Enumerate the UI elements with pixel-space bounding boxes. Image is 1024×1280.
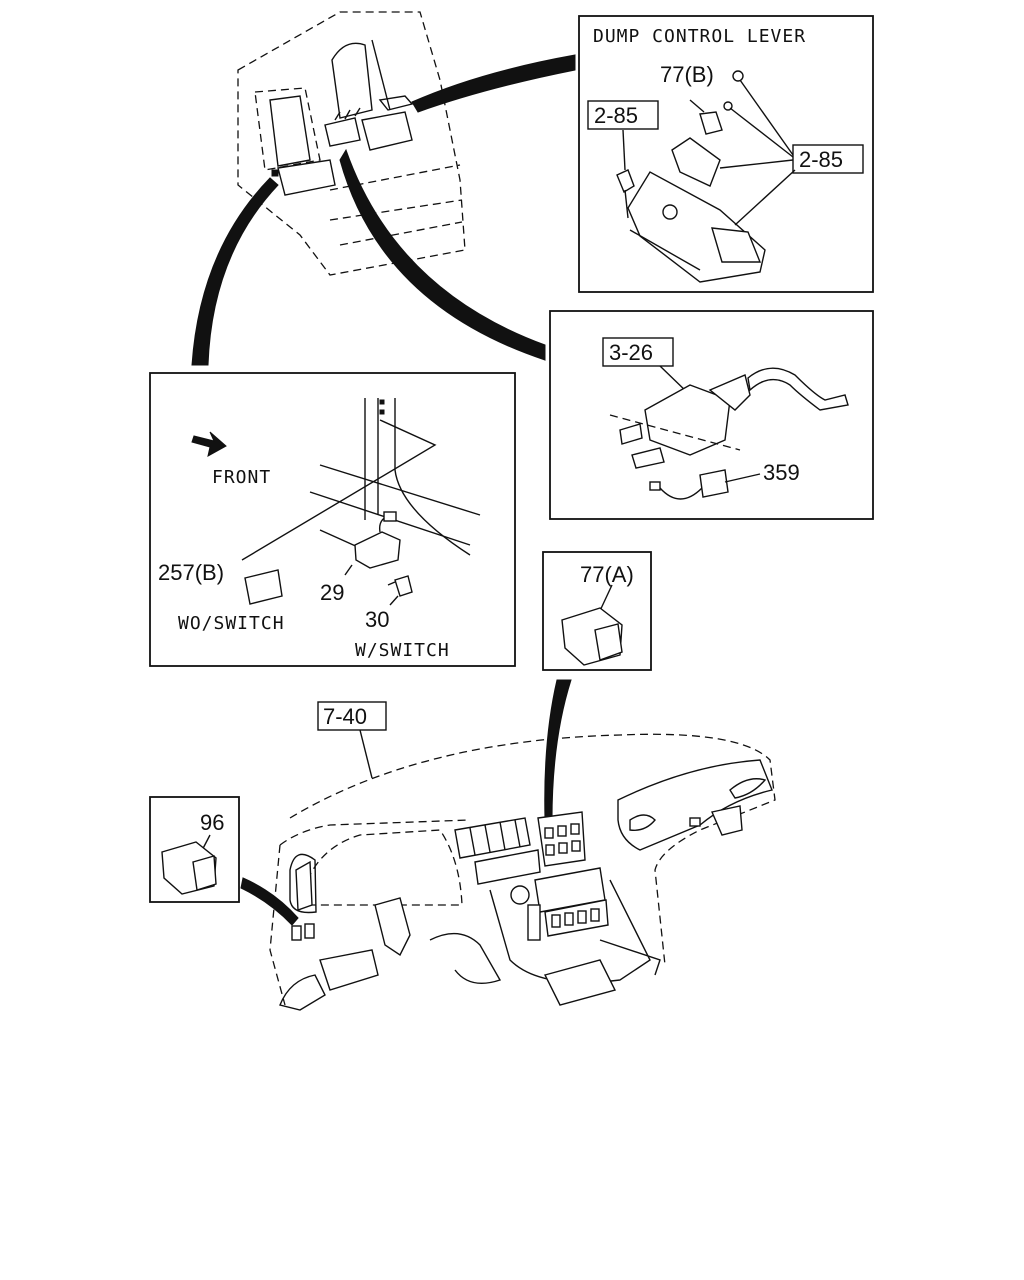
leader-77a-to-dash xyxy=(544,679,572,821)
dashboard: 7-40 xyxy=(269,701,776,1011)
dump-control-lever-panel: DUMP CONTROL LEVER 2-85 2-85 77(B) xyxy=(578,15,874,293)
w-switch-label: W/SWITCH xyxy=(355,640,450,661)
ref-box-3-26 xyxy=(602,337,674,367)
switch-96-panel: 96 xyxy=(149,796,240,903)
front-label: FRONT xyxy=(212,467,271,488)
front-arrow-icon xyxy=(191,431,227,457)
switch-77a-panel: 77(A) xyxy=(542,551,652,671)
ref-box-7-40 xyxy=(317,701,387,731)
part-257b-label: 257(B) xyxy=(158,560,224,585)
part-96-label: 96 xyxy=(200,810,224,835)
front-switch-panel: FRONT 29 30 257(B) WO/SWITCH W/SWITCH xyxy=(149,372,516,667)
wo-switch-label: WO/SWITCH xyxy=(178,613,285,634)
leader-cab-to-valve xyxy=(339,148,546,361)
ref-7-40: 7-40 xyxy=(323,704,367,729)
part-29-label: 29 xyxy=(320,580,344,605)
part-359-label: 359 xyxy=(763,460,800,485)
part-30-label: 30 xyxy=(365,607,389,632)
cab-overview xyxy=(237,11,466,276)
leader-96-to-dash xyxy=(240,877,299,926)
valve-panel: 3-26 359 xyxy=(549,310,874,520)
ref-2-85-right: 2-85 xyxy=(799,147,843,172)
dump-control-lever-title: DUMP CONTROL LEVER xyxy=(593,26,806,47)
leader-cab-to-front xyxy=(191,177,279,366)
ref-box-2-85-right xyxy=(792,144,864,174)
ref-2-85-left: 2-85 xyxy=(594,103,638,128)
ref-box-2-85-left xyxy=(587,100,659,130)
ref-3-26: 3-26 xyxy=(609,340,653,365)
part-77b-label: 77(B) xyxy=(660,62,714,87)
leader-cab-to-dump xyxy=(411,54,576,113)
part-77a-label: 77(A) xyxy=(580,562,634,587)
